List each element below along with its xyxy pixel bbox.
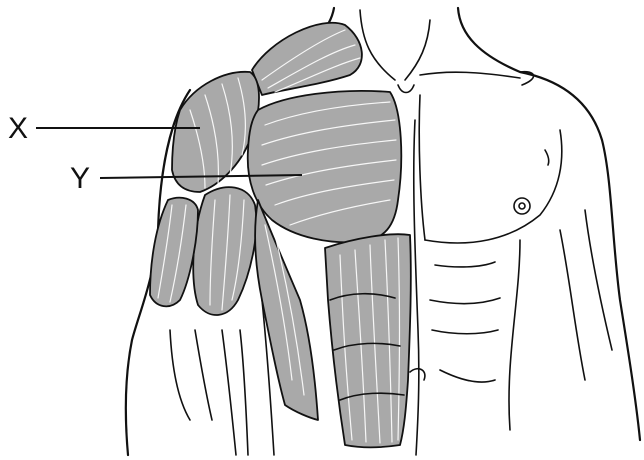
label-x: X bbox=[8, 112, 28, 145]
label-x-annotation: X bbox=[8, 112, 200, 145]
label-y: Y bbox=[70, 162, 90, 195]
deltoid-muscle bbox=[172, 72, 259, 192]
trapezius-muscle bbox=[252, 23, 362, 95]
biceps-muscle bbox=[193, 187, 256, 315]
abdominal-muscle bbox=[325, 234, 411, 447]
triceps-muscle bbox=[150, 198, 198, 307]
pectoralis-major-muscle bbox=[248, 91, 402, 242]
